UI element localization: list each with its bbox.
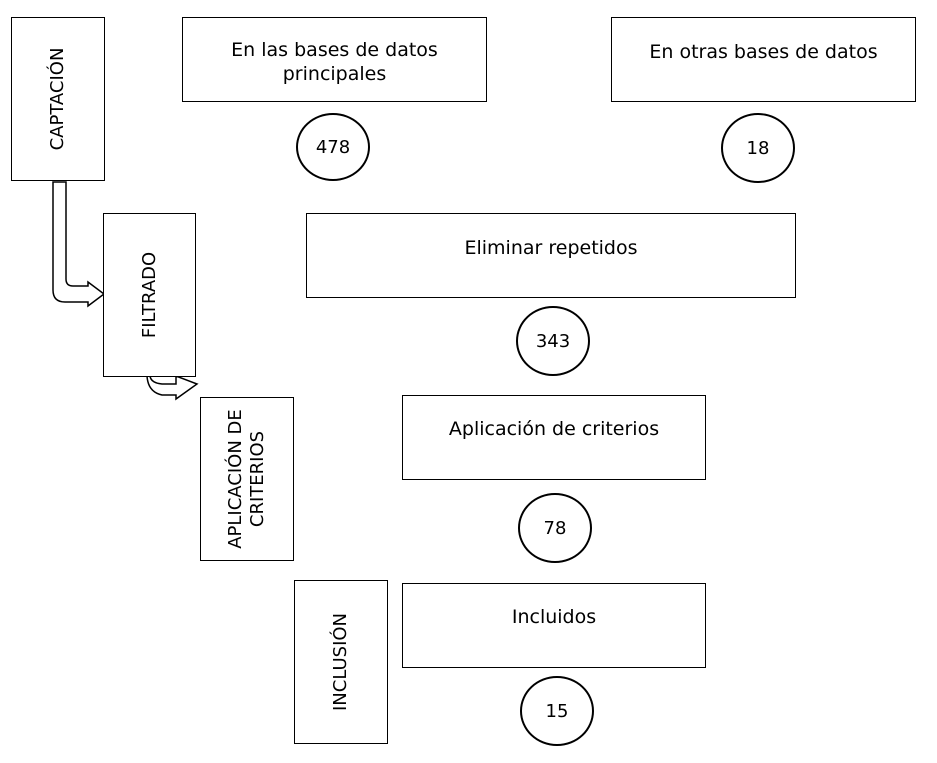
count-circle-otras-bases: 18 bbox=[721, 113, 795, 183]
stage-filtrado: FILTRADO bbox=[103, 213, 196, 377]
stage-aplicacion-label: APLICACIÓN DE CRITERIOS bbox=[225, 409, 269, 549]
box-bases-principales-line2: principales bbox=[282, 63, 387, 85]
count-incluidos: 15 bbox=[545, 700, 569, 722]
count-bases-principales: 478 bbox=[315, 136, 351, 158]
box-otras-bases-label: En otras bases de datos bbox=[649, 41, 878, 63]
stage-aplicacion-line2: CRITERIOS bbox=[247, 430, 268, 528]
count-circle-incluidos: 15 bbox=[520, 676, 594, 746]
box-bases-principales-line1: En las bases de datos bbox=[231, 39, 438, 61]
count-circle-tras-repetidos: 343 bbox=[516, 306, 590, 376]
stage-captacion-label: CAPTACIÓN bbox=[47, 47, 68, 151]
stage-inclusion: INCLUSIÓN bbox=[294, 580, 388, 744]
box-aplicacion-criterios: Aplicación de criterios bbox=[402, 395, 706, 480]
count-circle-bases-principales: 478 bbox=[296, 113, 370, 181]
box-otras-bases: En otras bases de datos bbox=[611, 17, 916, 102]
captacion-to-filtrado-arrow bbox=[52, 181, 106, 308]
stage-filtrado-label: FILTRADO bbox=[138, 251, 160, 339]
box-incluidos: Incluidos bbox=[402, 583, 706, 668]
stage-aplicacion-line1: APLICACIÓN DE bbox=[225, 409, 246, 549]
count-tras-repetidos: 343 bbox=[535, 330, 571, 352]
box-bases-principales: En las bases de datos principales bbox=[182, 17, 487, 102]
filtrado-to-aplicacion-arrow bbox=[146, 374, 199, 401]
count-circle-tras-criterios: 78 bbox=[518, 493, 592, 563]
count-tras-criterios: 78 bbox=[543, 517, 567, 539]
box-incluidos-label: Incluidos bbox=[511, 606, 597, 628]
count-otras-bases: 18 bbox=[746, 137, 770, 159]
stage-inclusion-label: INCLUSIÓN bbox=[330, 612, 351, 712]
stage-aplicacion: APLICACIÓN DE CRITERIOS bbox=[200, 397, 294, 561]
box-eliminar-repetidos: Eliminar repetidos bbox=[306, 213, 796, 298]
stage-captacion: CAPTACIÓN bbox=[11, 17, 105, 181]
box-eliminar-repetidos-label: Eliminar repetidos bbox=[464, 237, 638, 259]
box-aplicacion-criterios-label: Aplicación de criterios bbox=[448, 418, 660, 440]
